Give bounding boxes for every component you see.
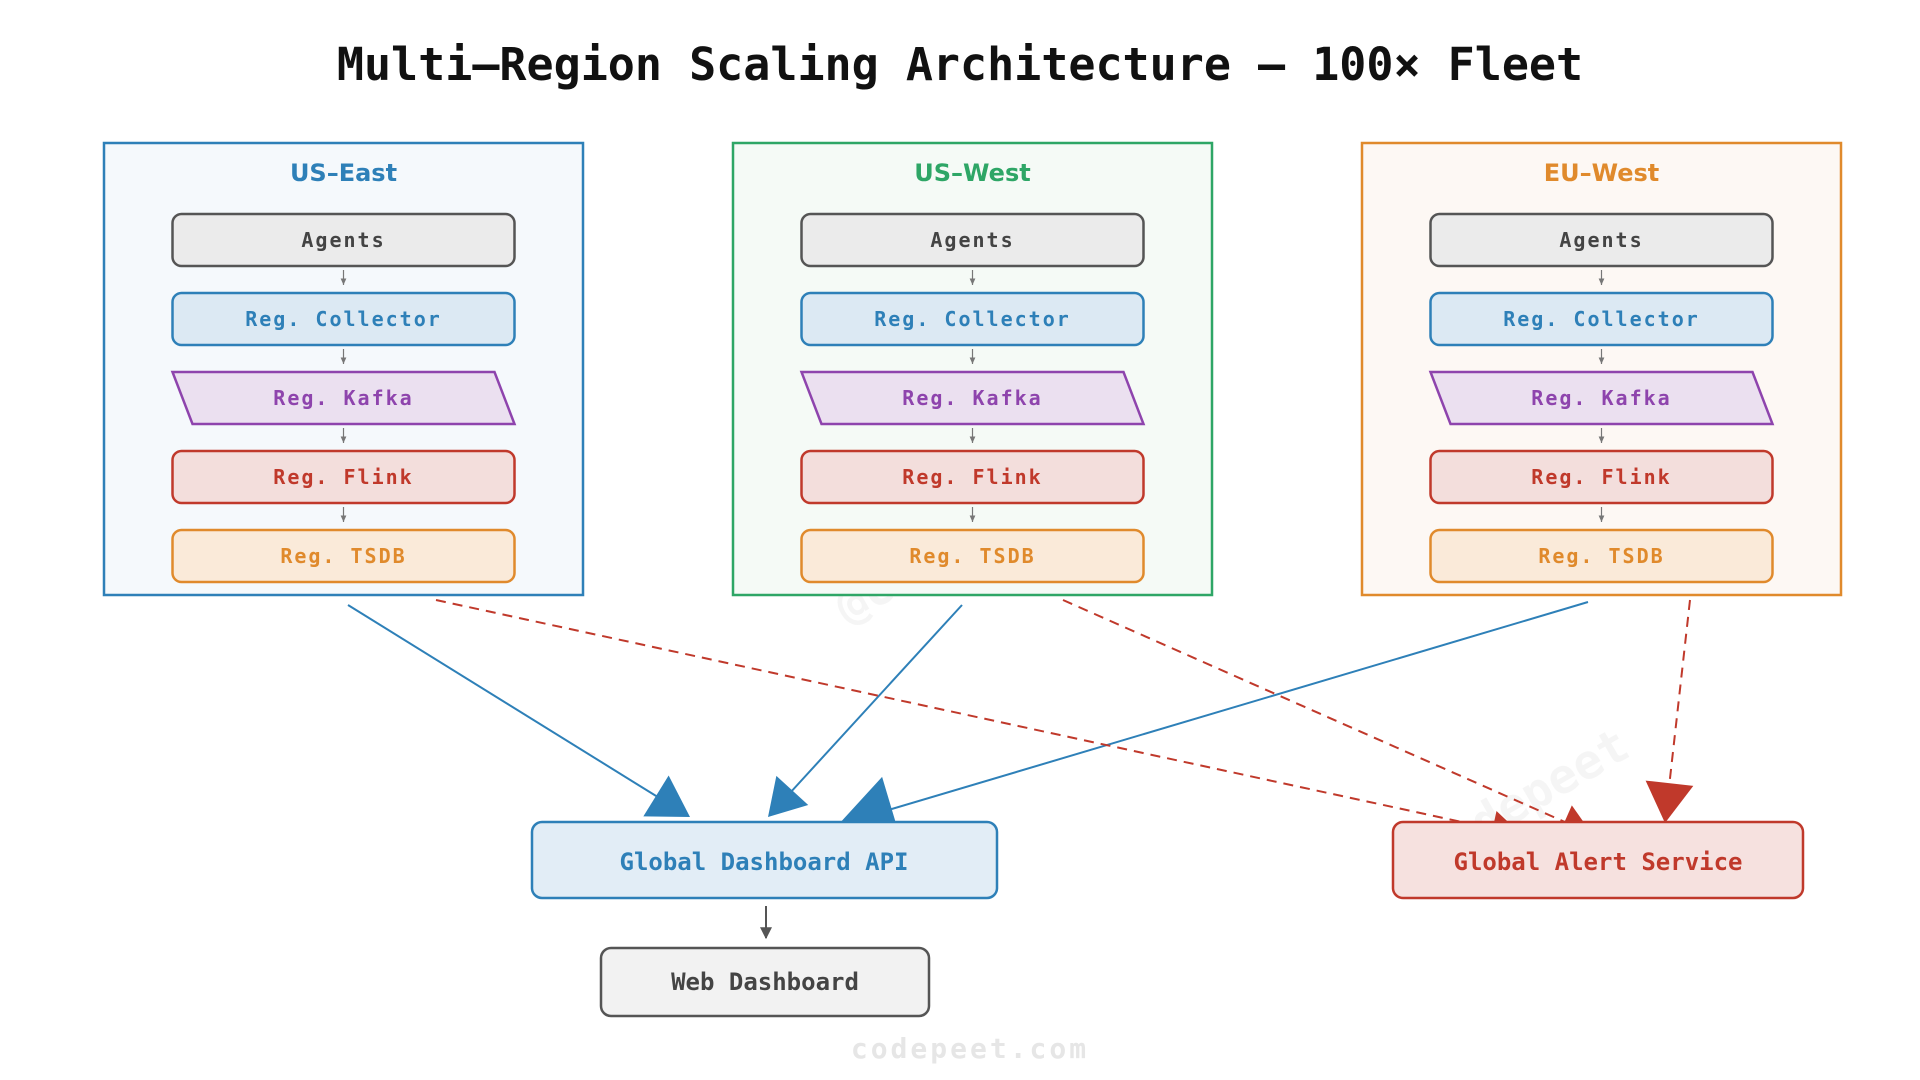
region-box bbox=[102, 141, 585, 597]
node-tsdb-box[interactable] bbox=[171, 528, 516, 584]
node-kafka-shape[interactable] bbox=[799, 370, 1146, 426]
node-agents-box[interactable] bbox=[171, 212, 516, 268]
node-flink[interactable]: Reg. Flink bbox=[1429, 449, 1774, 505]
node-label: Reg. Kafka bbox=[902, 386, 1042, 410]
node-tsdb[interactable]: Reg. TSDB bbox=[800, 528, 1145, 584]
node-label: Reg. Collector bbox=[874, 307, 1071, 331]
diagram-title: Multi–Region Scaling Architecture — 100×… bbox=[337, 38, 1583, 91]
node-kafka[interactable]: Reg. Kafka bbox=[1428, 370, 1775, 426]
node-kafka-shape[interactable] bbox=[1428, 370, 1775, 426]
node-flink-box[interactable] bbox=[171, 449, 516, 505]
global-dashboard-api-box[interactable] bbox=[530, 820, 999, 900]
node-collector-box[interactable] bbox=[1429, 291, 1774, 347]
node-label: Agents bbox=[930, 228, 1014, 252]
web-dashboard-node[interactable]: Web Dashboard bbox=[599, 946, 931, 1018]
edge-us-west-to-dashboard bbox=[786, 604, 963, 797]
region-box bbox=[731, 141, 1214, 597]
node-collector[interactable]: Reg. Collector bbox=[1429, 291, 1774, 347]
node-flink[interactable]: Reg. Flink bbox=[171, 449, 516, 505]
node-flink-box[interactable] bbox=[800, 449, 1145, 505]
node-kafka[interactable]: Reg. Kafka bbox=[799, 370, 1146, 426]
node-collector[interactable]: Reg. Collector bbox=[800, 291, 1145, 347]
global-alert-service-box[interactable] bbox=[1391, 820, 1805, 900]
region-box bbox=[1360, 141, 1843, 597]
edge-eu-west-to-alert bbox=[1667, 599, 1691, 792]
node-label: Reg. Kafka bbox=[1531, 386, 1671, 410]
node-label: Reg. TSDB bbox=[280, 544, 406, 568]
edge-us-east-to-alert bbox=[435, 599, 1499, 831]
node-agents[interactable]: Agents bbox=[800, 212, 1145, 268]
node-kafka[interactable]: Reg. Kafka bbox=[170, 370, 517, 426]
web-dashboard-label: Web Dashboard bbox=[671, 968, 859, 996]
node-tsdb[interactable]: Reg. TSDB bbox=[171, 528, 516, 584]
node-agents-box[interactable] bbox=[1429, 212, 1774, 268]
node-collector-box[interactable] bbox=[800, 291, 1145, 347]
node-agents[interactable]: Agents bbox=[171, 212, 516, 268]
global-alert-service-label: Global Alert Service bbox=[1454, 848, 1743, 876]
node-agents[interactable]: Agents bbox=[1429, 212, 1774, 268]
node-kafka-shape[interactable] bbox=[170, 370, 517, 426]
node-label: Reg. Flink bbox=[1531, 465, 1671, 489]
region-title: US–West bbox=[914, 159, 1030, 187]
node-label: Agents bbox=[1559, 228, 1643, 252]
region-title: US–East bbox=[290, 159, 397, 187]
node-label: Reg. Collector bbox=[245, 307, 442, 331]
node-tsdb-box[interactable] bbox=[1429, 528, 1774, 584]
node-label: Reg. Kafka bbox=[273, 386, 413, 410]
node-label: Reg. Flink bbox=[273, 465, 413, 489]
node-tsdb-box[interactable] bbox=[800, 528, 1145, 584]
edge-us-east-to-dashboard-head bbox=[643, 775, 690, 817]
edge-us-east-to-dashboard bbox=[347, 604, 664, 801]
edge-us-west-to-dashboard-head bbox=[768, 775, 809, 817]
node-flink-box[interactable] bbox=[1429, 449, 1774, 505]
edge-us-west-to-alert bbox=[1062, 599, 1571, 826]
edge-eu-west-to-dashboard bbox=[880, 601, 1589, 814]
node-agents-box[interactable] bbox=[800, 212, 1145, 268]
node-tsdb[interactable]: Reg. TSDB bbox=[1429, 528, 1774, 584]
node-label: Reg. TSDB bbox=[909, 544, 1035, 568]
global-alert-service-node[interactable]: Global Alert Service bbox=[1391, 820, 1805, 900]
global-dashboard-api-node[interactable]: Global Dashboard API bbox=[530, 820, 999, 900]
footer-brand: codepeet.com bbox=[851, 1032, 1089, 1065]
node-label: Reg. Collector bbox=[1503, 307, 1700, 331]
node-label: Agents bbox=[301, 228, 385, 252]
node-flink[interactable]: Reg. Flink bbox=[800, 449, 1145, 505]
web-dashboard-box[interactable] bbox=[599, 946, 931, 1018]
edge-eu-west-to-alert-head bbox=[1645, 780, 1694, 823]
global-dashboard-api-label: Global Dashboard API bbox=[620, 848, 909, 876]
node-collector[interactable]: Reg. Collector bbox=[171, 291, 516, 347]
node-label: Reg. Flink bbox=[902, 465, 1042, 489]
region-title: EU–West bbox=[1544, 159, 1660, 187]
node-label: Reg. TSDB bbox=[1538, 544, 1664, 568]
node-collector-box[interactable] bbox=[171, 291, 516, 347]
